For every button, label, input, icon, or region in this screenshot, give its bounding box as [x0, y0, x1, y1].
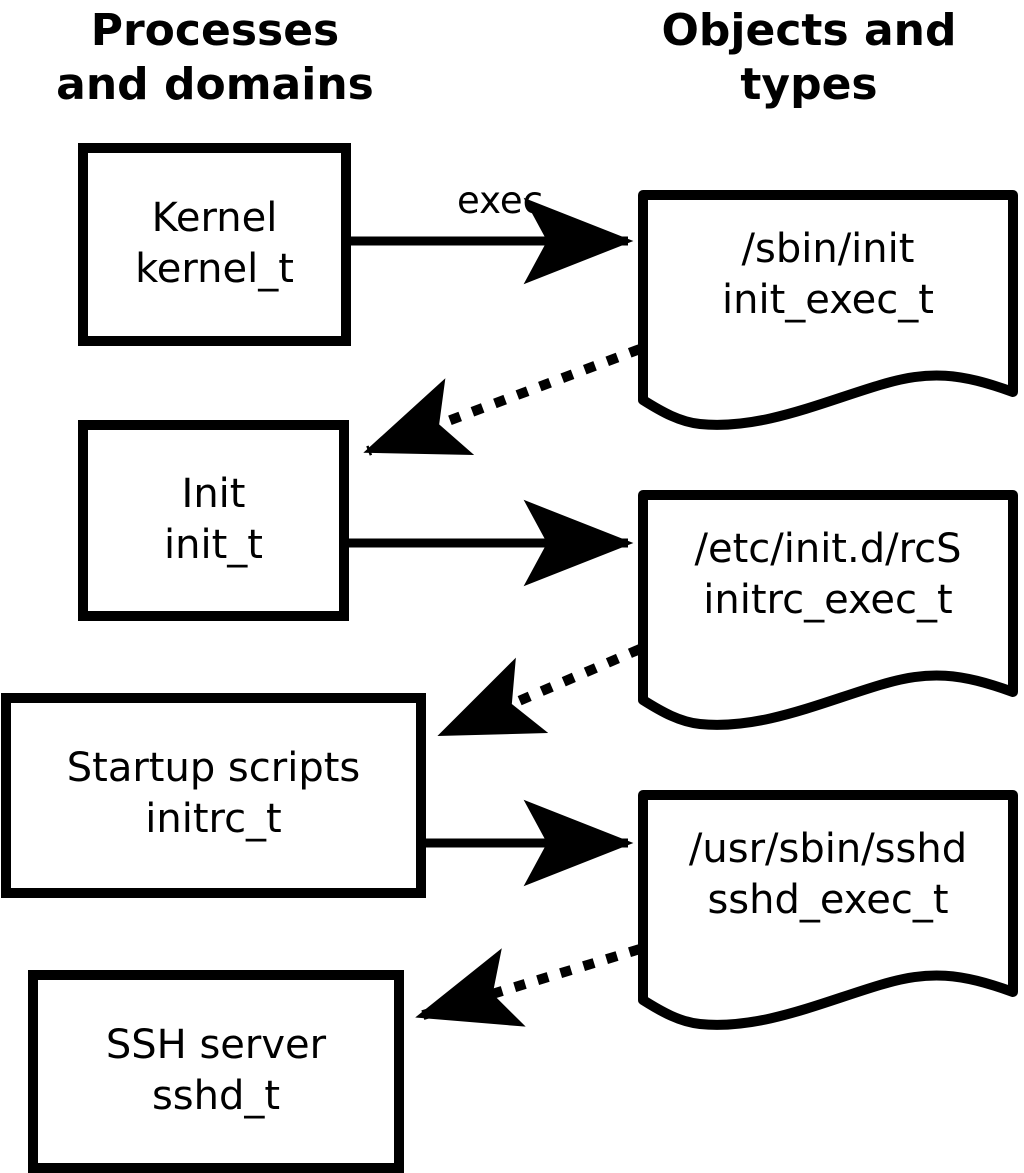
object-doc-sshd-exec[interactable]: [638, 790, 1018, 1030]
edge-init-exec-transition-init: [363, 344, 642, 456]
process-box-init[interactable]: [78, 420, 349, 621]
edge-label-exec: exec: [457, 179, 543, 222]
edge-sshd-exec-transition-sshd: [415, 944, 642, 1027]
process-box-initrc[interactable]: [1, 693, 426, 898]
column-header-objects: Objects and types: [661, 5, 957, 110]
object-doc-initrc-exec[interactable]: [638, 490, 1018, 730]
edge-initrc-exec-transition-initrc: [437, 644, 642, 739]
process-box-sshd[interactable]: [28, 970, 404, 1173]
process-box-kernel[interactable]: [78, 143, 351, 346]
column-header-processes: Processes and domains: [56, 5, 374, 110]
object-doc-init-exec[interactable]: [638, 190, 1018, 430]
